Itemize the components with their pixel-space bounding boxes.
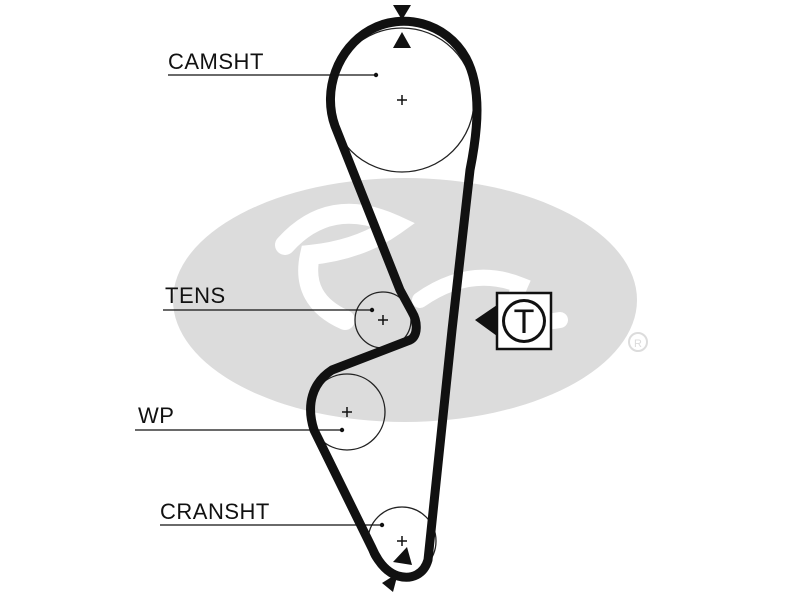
svg-text:R: R <box>634 338 642 350</box>
tension-marker-text: T <box>514 303 535 341</box>
crankshaft-timing-mark-right <box>393 547 412 565</box>
camshaft-label: CAMSHT <box>168 49 264 74</box>
camshaft-center-mark <box>397 95 407 105</box>
tensioner-label: TENS <box>165 283 226 308</box>
camshaft-timing-mark-top <box>393 5 411 20</box>
crankshaft-center-mark <box>397 536 407 546</box>
crankshaft-leader-dot <box>379 522 385 528</box>
tensioner-leader-dot <box>369 307 375 313</box>
timing-belt <box>306 16 482 582</box>
water-pump-center-mark <box>342 407 352 417</box>
camshaft-leader-dot <box>373 72 379 78</box>
camshaft-timing-mark-bottom <box>393 32 411 48</box>
tension-marker-icon: T <box>475 291 553 351</box>
water-pump-leader-dot <box>339 427 345 433</box>
triangle-icon <box>382 5 412 592</box>
tensioner-center-mark <box>378 315 388 325</box>
crankshaft-timing-mark-left <box>382 573 398 592</box>
crankshaft-label: CRANSHT <box>160 499 270 524</box>
water-pump-label: WP <box>138 403 174 428</box>
